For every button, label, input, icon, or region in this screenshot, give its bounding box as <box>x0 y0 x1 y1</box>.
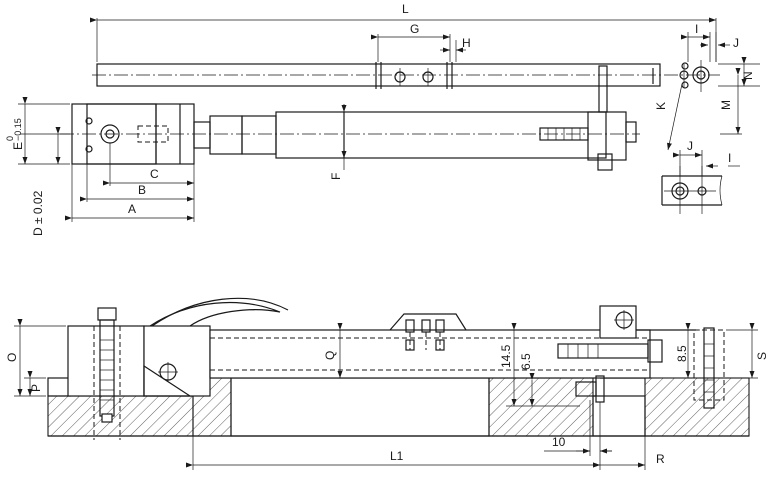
dim-K: K <box>654 83 683 151</box>
label-E-tol-lower: −0.15 <box>13 118 23 141</box>
label-R: R <box>656 452 665 466</box>
dim-L: L <box>90 2 716 23</box>
label-H: H <box>462 36 471 50</box>
dim-6-5: 6.5 <box>506 353 580 407</box>
top-view-upper-bar <box>92 18 760 135</box>
label-6-5: 6.5 <box>519 353 533 370</box>
dim-L1: L1 <box>186 402 601 470</box>
label-N: N <box>741 71 755 80</box>
top-view-lower-assembly <box>18 103 640 222</box>
label-J: J <box>733 36 739 50</box>
dim-E: E 0 −0.15 <box>5 97 28 164</box>
dim-J2: J <box>673 139 702 158</box>
label-I: I <box>695 22 698 36</box>
label-D: D ± 0.02 <box>31 190 45 236</box>
label-K: K <box>654 102 668 110</box>
label-C: C <box>150 167 159 181</box>
label-P: P <box>29 384 43 392</box>
label-L1: L1 <box>390 449 404 463</box>
label-14-5: 14.5 <box>499 344 513 368</box>
dim-I: I <box>681 22 710 40</box>
label-B: B <box>138 183 146 197</box>
dim-8-5: 8.5 <box>675 323 700 379</box>
label-G: G <box>410 22 419 36</box>
label-Q: Q <box>323 351 337 360</box>
label-8-5: 8.5 <box>675 345 689 362</box>
dim-R: R <box>593 436 665 470</box>
label-F: F <box>329 173 343 180</box>
label-I2: I <box>728 151 731 165</box>
detail-view-right <box>661 150 723 214</box>
label-E-tol-upper: 0 <box>5 136 15 141</box>
label-S: S <box>755 352 769 360</box>
dim-I2: I <box>706 151 740 169</box>
label-E: E <box>11 142 25 150</box>
label-M: M <box>719 100 733 110</box>
dim-C: C <box>103 167 194 186</box>
dim-Q: Q <box>323 323 343 378</box>
dim-P: P <box>24 371 46 396</box>
label-L: L <box>402 2 409 16</box>
dim-J: J <box>700 36 739 50</box>
label-A: A <box>128 202 136 216</box>
dim-10: 10 <box>544 400 612 456</box>
label-O: O <box>5 353 19 362</box>
dim-A: A <box>65 202 194 221</box>
dim-M: M <box>719 68 741 134</box>
dim-G: G <box>371 22 450 40</box>
dim-N: N <box>741 57 755 86</box>
dim-14-5: 14.5 <box>499 323 517 406</box>
dim-S: S <box>726 323 769 379</box>
label-10: 10 <box>552 435 566 449</box>
dim-D: D ± 0.02 <box>31 127 61 236</box>
front-view-clamp-body <box>67 297 725 440</box>
dim-H: H <box>440 36 471 53</box>
dim-F: F <box>329 105 347 180</box>
label-J2: J <box>687 139 693 153</box>
dim-B: B <box>80 183 194 202</box>
